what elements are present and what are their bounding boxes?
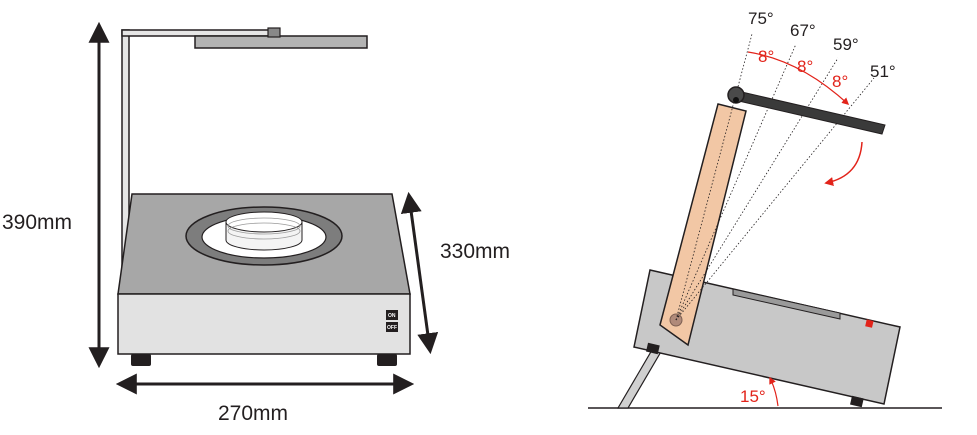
front-view: 390mm ON OFF (2, 21, 510, 425)
step-label-3: 8° (832, 72, 848, 91)
angle-label-2: 67° (790, 21, 816, 40)
tilt-label: 15° (740, 387, 766, 406)
step-arc-outer (747, 51, 850, 105)
lamp-plate (194, 35, 368, 49)
foot-left (131, 354, 151, 366)
lamp-knob (267, 27, 281, 38)
angle-guide-lines (675, 33, 875, 321)
side-foot-back (850, 395, 864, 408)
power-switch: ON OFF (386, 310, 398, 332)
step-label-1: 8° (758, 47, 774, 66)
glass-dish (225, 211, 303, 251)
side-view: 75° 67° 59° 51° 8° 8° 8° 15° (588, 9, 942, 409)
width-label: 270mm (218, 402, 288, 425)
angle-label-4: 51° (870, 62, 896, 81)
lamp-hinge-bolt (733, 97, 739, 103)
base-top-recess (732, 288, 841, 320)
peach-arm (659, 103, 747, 347)
lamp-arm-bar (729, 89, 886, 135)
support-leg (616, 349, 664, 409)
top-arm (121, 29, 273, 37)
angle-label-1: 75° (748, 9, 774, 28)
side-foot-front (646, 342, 660, 355)
red-indicator (865, 319, 874, 328)
angle-label-3: 59° (833, 35, 859, 54)
height-label: 390mm (2, 211, 72, 234)
depth-dimension-line (400, 191, 439, 355)
depth-label: 330mm (440, 240, 510, 263)
rotation-arrow (824, 141, 863, 186)
foot-right (377, 354, 397, 366)
base-front (117, 293, 411, 355)
step-label-2: 8° (797, 57, 813, 76)
switch-on-label: ON (388, 313, 396, 319)
switch-off-label: OFF (387, 325, 397, 331)
tilt-arc (769, 376, 779, 407)
